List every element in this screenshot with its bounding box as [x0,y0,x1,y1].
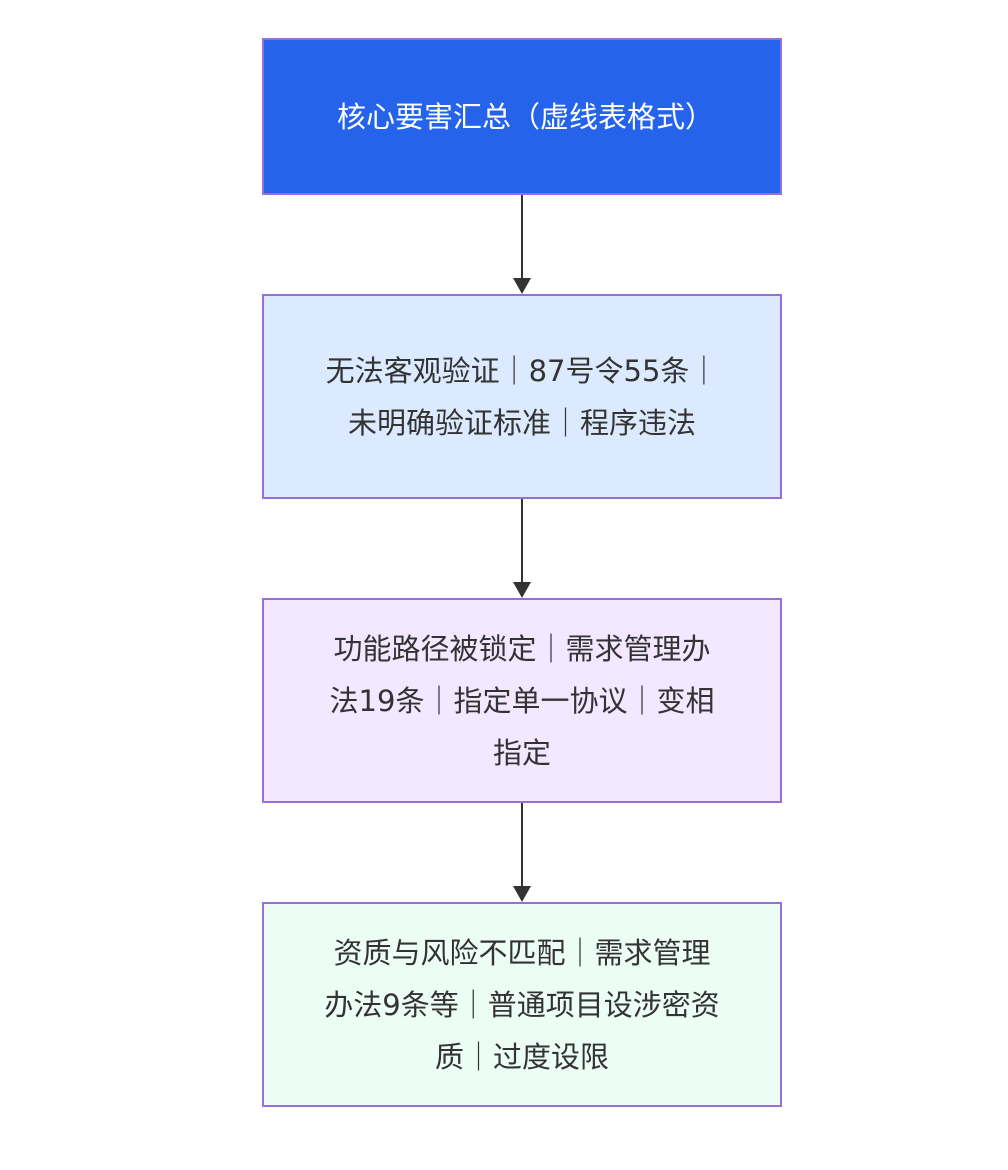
flow-node-verify-label: 无法客观验证｜87号令55条｜未明确验证标准｜程序违法 [325,353,719,440]
flow-node-qual: 资质与风险不匹配｜需求管理办法9条等｜普通项目设涉密资质｜过度设限 [262,902,782,1107]
edge-verify-path [513,499,531,598]
arrowhead-icon [513,278,531,294]
flow-node-summary-label: 核心要害汇总（虚线表格式） [337,99,715,134]
arrowhead-icon [513,582,531,598]
flow-node-path: 功能路径被锁定｜需求管理办法19条｜指定单一协议｜变相指定 [262,598,782,803]
arrowhead-icon [513,886,531,902]
edge-path-qual [513,803,531,902]
flow-node-path-label: 功能路径被锁定｜需求管理办法19条｜指定单一协议｜变相指定 [329,631,715,770]
flow-node-summary: 核心要害汇总（虚线表格式） [262,38,782,195]
flow-node-verify: 无法客观验证｜87号令55条｜未明确验证标准｜程序违法 [262,294,782,499]
flow-node-qual-label: 资质与风险不匹配｜需求管理办法9条等｜普通项目设涉密资质｜过度设限 [324,935,720,1074]
edge-summary-verify [513,195,531,294]
